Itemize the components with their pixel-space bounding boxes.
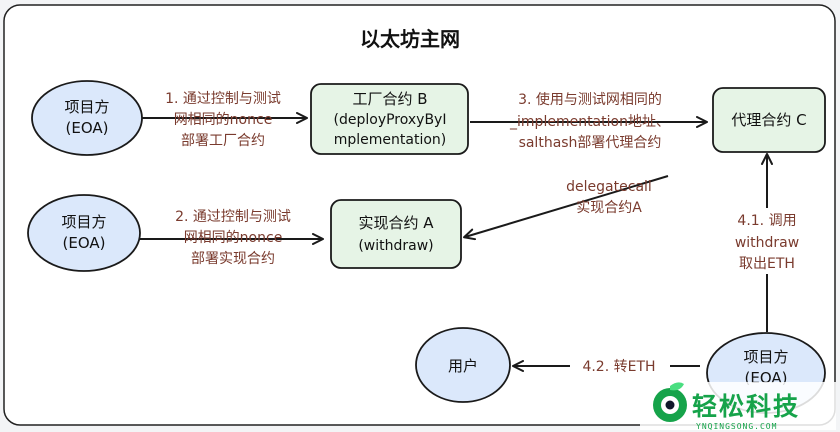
edge-label-step2-line1: 2. 通过控制与测试: [175, 209, 291, 225]
node-factory-b-line2: (deployProxyByI: [334, 112, 447, 128]
edge-label-delegatecall: delegatecall 实现合约A: [566, 179, 652, 216]
edge-label-step41-line2: withdraw: [735, 235, 799, 251]
edge-label-step1-line1: 1. 通过控制与测试: [165, 91, 281, 107]
node-eoa-mid-line1: 项目方: [61, 213, 106, 231]
edge-label-step41-line1: 4.1. 调用: [737, 213, 796, 229]
diagram-title: 以太坊主网: [360, 27, 460, 51]
node-eoa-top-line1: 项目方: [64, 98, 109, 116]
node-factory-b-line1: 工厂合约 B: [352, 90, 427, 108]
node-proxy-c-line1: 代理合约 C: [731, 111, 806, 129]
edge-label-step1: 1. 通过控制与测试 网相同的nonce 部署工厂合约: [165, 91, 281, 149]
watermark-url: YNQINGSONG.COM: [696, 422, 777, 431]
node-factory-b: 工厂合约 B (deployProxyByI mplementation): [310, 83, 469, 155]
edge-label-step3-line2: _implementation地址、: [509, 114, 670, 130]
edge-label-step3-line1: 3. 使用与测试网相同的: [518, 91, 662, 108]
edge-label-step1-line2: 网相同的nonce: [174, 112, 273, 128]
node-eoa-top-line2: (EOA): [66, 119, 109, 137]
node-eoa-top: 项目方 (EOA): [31, 80, 143, 156]
node-impl-a-line2: (withdraw): [358, 238, 433, 254]
node-proxy-c: 代理合约 C: [712, 87, 826, 153]
node-impl-a: 实现合约 A (withdraw): [330, 199, 462, 269]
watermark-logo: 轻松科技 YNQINGSONG.COM: [640, 382, 836, 431]
node-eoa-mid: 项目方 (EOA): [27, 194, 141, 272]
edge-label-delegatecall-line2: 实现合约A: [576, 200, 642, 216]
edge-label-step1-line3: 部署工厂合约: [181, 133, 265, 149]
edge-label-step42-line1: 4.2. 转ETH: [582, 359, 655, 375]
edge-label-step2: 2. 通过控制与测试 网相同的nonce 部署实现合约: [175, 209, 291, 267]
edge-label-step42: 4.2. 转ETH: [570, 354, 670, 376]
watermark-name: 轻松科技: [692, 392, 800, 421]
node-user: 用户: [415, 327, 511, 403]
node-impl-a-line1: 实现合约 A: [358, 214, 434, 232]
edge-label-step3: 3. 使用与测试网相同的 _implementation地址、 salthash…: [509, 91, 670, 151]
node-user-line1: 用户: [448, 357, 478, 375]
node-eoa-mid-line2: (EOA): [63, 234, 106, 252]
edge-label-step41: 4.1. 调用 withdraw 取出ETH: [724, 208, 810, 274]
node-eoa-bottom-line1: 项目方: [743, 348, 788, 366]
edge-proxy-delegatecall-impl: [463, 175, 669, 241]
edge-label-delegatecall-line1: delegatecall: [566, 179, 652, 195]
edge-label-step41-line3: 取出ETH: [739, 256, 795, 272]
edge-label-step2-line2: 网相同的nonce: [184, 230, 283, 246]
edge-label-step2-line3: 部署实现合约: [191, 251, 275, 267]
edge-label-step3-line3: salthash部署代理合约: [519, 135, 662, 151]
leaf-logo-icon: [653, 382, 687, 422]
node-factory-b-line3: mplementation): [334, 132, 447, 148]
